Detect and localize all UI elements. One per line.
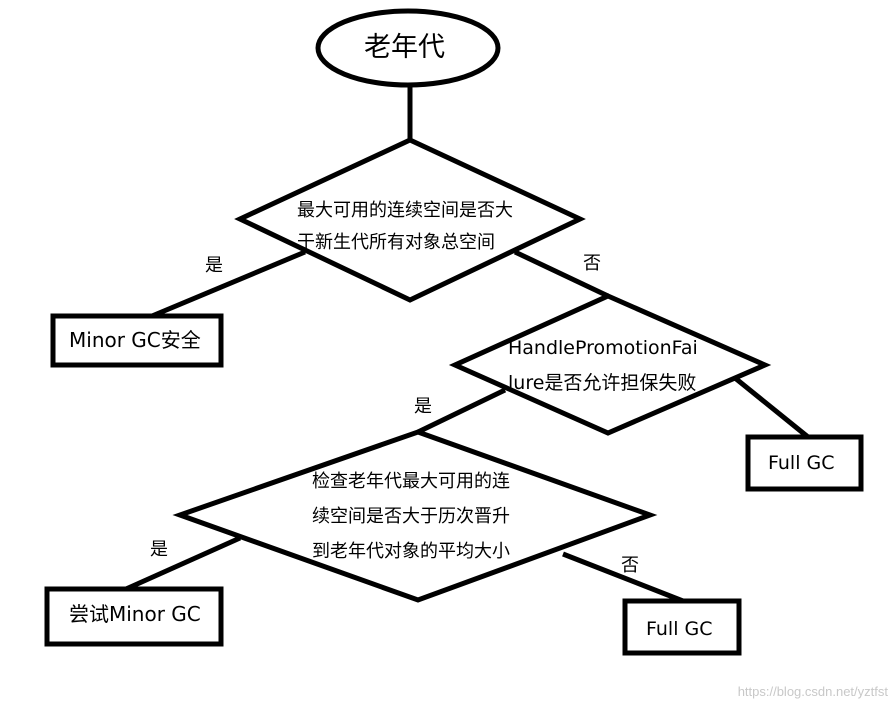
full-gc-box-2 — [622, 598, 742, 656]
watermark: https://blog.csdn.net/yztfst — [737, 684, 888, 699]
edge-d3-no-label: 否 — [621, 555, 639, 576]
minor-gc-safe-label: Minor GC安全 — [69, 328, 201, 352]
start-ellipse — [315, 8, 501, 88]
decision-3-diamond — [172, 429, 658, 603]
edge-d2-no — [733, 376, 810, 439]
decision-3-line-3: 到老年代对象的平均大小 — [312, 541, 510, 562]
decision-1-line-2: 于新生代所有对象总空间 — [297, 232, 495, 253]
edge-d1-no — [513, 249, 610, 299]
edge-d3-yes — [124, 535, 242, 592]
decision-1-diamond — [234, 137, 586, 303]
edge-d3-yes-label: 是 — [150, 539, 168, 560]
full-gc-2-label: Full GC — [646, 618, 713, 640]
edge-d2-yes — [416, 387, 507, 435]
edge-d1-no-label: 否 — [583, 253, 601, 274]
full-gc-1-label: Full GC — [768, 452, 835, 474]
try-minor-gc-label: 尝试Minor GC — [69, 602, 201, 626]
try-minor-gc-box — [44, 586, 224, 647]
decision-2-line-1: HandlePromotionFai — [508, 337, 698, 359]
decision-2-line-2: lure是否允许担保失败 — [508, 372, 697, 394]
minor-gc-safe-box — [50, 313, 224, 368]
decision-2-diamond — [448, 293, 772, 436]
edge-d2-yes-label: 是 — [414, 396, 432, 417]
decision-3-line-2: 续空间是否大于历次晋升 — [312, 506, 510, 527]
edge-d3-no — [562, 551, 684, 604]
decision-1-line-1: 最大可用的连续空间是否大 — [297, 200, 513, 221]
edge-d1-yes-label: 是 — [205, 255, 223, 276]
start-label: 老年代 — [364, 32, 445, 63]
decision-3-line-1: 检查老年代最大可用的连 — [312, 471, 510, 492]
edge-d1-yes — [151, 249, 306, 319]
full-gc-box-1 — [745, 434, 864, 492]
